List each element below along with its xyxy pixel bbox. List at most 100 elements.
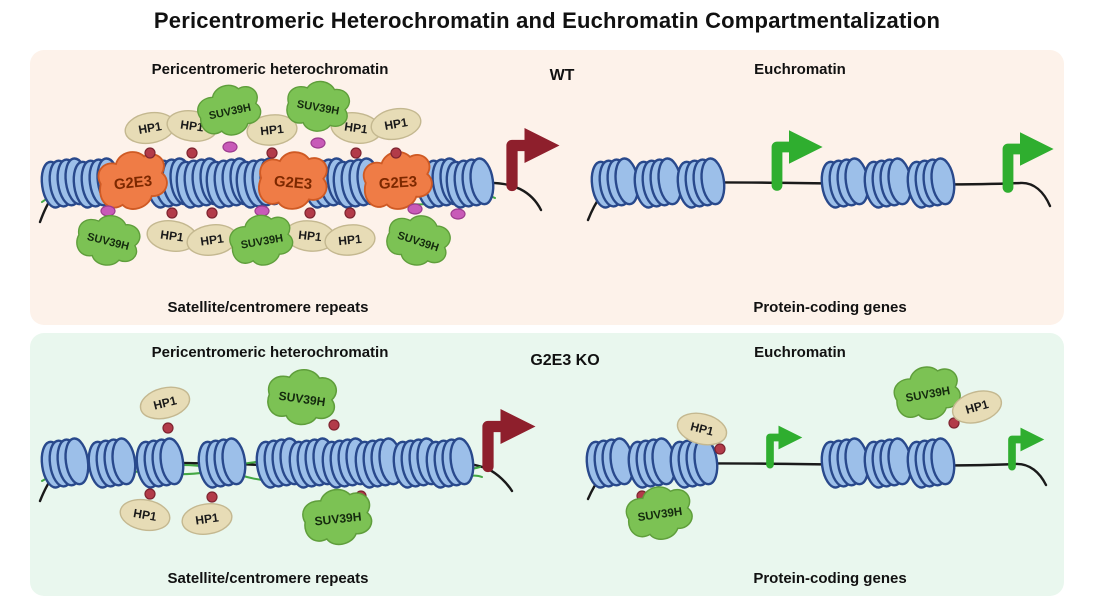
wt-genotype-label: WT — [550, 67, 575, 84]
nucleosome-icon — [442, 155, 498, 211]
g2e3-protein: G2E3 — [361, 148, 435, 213]
red-bent-arrow-icon — [488, 409, 536, 467]
suv39h-protein: SUV39H — [889, 361, 965, 426]
magenta-mark-icon — [407, 203, 423, 215]
suv39h-protein: SUV39H — [299, 485, 375, 549]
hp1-protein: HP1 — [122, 108, 178, 148]
wt-heterochromatin-heading: Pericentromeric heterochromatin — [152, 61, 389, 78]
hp1-label: HP1 — [199, 231, 224, 248]
hp1-protein: HP1 — [184, 220, 240, 260]
nucleosome-icon — [422, 435, 478, 491]
magenta-mark-icon — [310, 137, 326, 149]
hp1-protein: HP1 — [136, 381, 194, 425]
nucleosome-icon — [817, 435, 873, 491]
green-bent-arrow-icon — [770, 426, 802, 465]
wt-euchromatin-heading: Euchromatin — [754, 61, 846, 78]
hp1-protein: HP1 — [368, 104, 424, 144]
green-bent-arrow-icon — [1008, 132, 1054, 187]
hp1-protein: HP1 — [282, 217, 338, 255]
ko-right-caption: Protein-coding genes — [753, 570, 906, 587]
nucleosome-icon — [37, 435, 93, 491]
histone-mark-icon — [390, 147, 402, 159]
hp1-protein: HP1 — [328, 108, 384, 148]
histone-mark-icon — [166, 207, 178, 219]
hp1-label: HP1 — [338, 232, 363, 248]
histone-mark-icon — [714, 443, 726, 455]
green-bent-arrow-icon — [1012, 428, 1044, 467]
suv39h-protein: SUV39H — [225, 209, 297, 271]
ko-euchromatin-heading: Euchromatin — [754, 344, 846, 361]
hp1-label: HP1 — [298, 228, 323, 244]
histone-mark-icon — [328, 419, 340, 431]
wt-diagram: Pericentromeric heterochromatin WT Euchr… — [37, 61, 1064, 316]
histone-mark-icon — [144, 488, 156, 500]
suv39h-protein: SUV39H — [193, 78, 266, 142]
hp1-protein: HP1 — [179, 499, 235, 539]
g2e3-label: G2E3 — [378, 173, 417, 193]
hp1-label: HP1 — [137, 119, 163, 137]
hp1-label: HP1 — [132, 506, 158, 524]
suv39h-protein: SUV39H — [282, 75, 354, 137]
figure-title: Pericentromeric Heterochromatin and Euch… — [153, 8, 941, 33]
nucleosome-icon — [903, 155, 959, 211]
nucleosome-icon — [84, 435, 140, 491]
suv39h-protein: SUV39H — [622, 482, 696, 545]
red-bent-arrow-icon — [512, 128, 560, 186]
suv39h-label: SUV39H — [278, 389, 327, 409]
g2e3-protein: G2E3 — [95, 147, 171, 214]
histone-mark-icon — [162, 422, 174, 434]
histone-mark-icon — [266, 147, 278, 159]
g2e3-label: G2E3 — [113, 173, 153, 194]
histone-mark-icon — [350, 147, 362, 159]
histone-mark-icon — [186, 147, 198, 159]
suv39h-protein: SUV39H — [263, 364, 340, 430]
hp1-label: HP1 — [383, 115, 409, 133]
wt-panel: Pericentromeric heterochromatin WT Euchr… — [30, 50, 1064, 325]
magenta-mark-icon — [450, 208, 466, 220]
histone-mark-icon — [206, 491, 218, 503]
green-bent-arrow-icon — [777, 130, 823, 185]
histone-mark-icon — [144, 147, 156, 159]
nucleosome-icon — [630, 155, 686, 211]
hp1-label: HP1 — [343, 119, 368, 136]
hp1-label: HP1 — [964, 397, 991, 417]
magenta-mark-icon — [222, 141, 238, 153]
hp1-label: HP1 — [689, 419, 715, 438]
ko-left-caption: Satellite/centromere repeats — [168, 570, 369, 587]
nucleosome-icon — [132, 435, 188, 491]
hp1-label: HP1 — [194, 510, 219, 527]
hp1-label: HP1 — [260, 122, 285, 138]
nucleosome-icon — [673, 155, 729, 211]
suv39h-label: SUV39H — [314, 510, 362, 529]
histone-mark-icon — [344, 207, 356, 219]
hp1-label: HP1 — [179, 117, 204, 134]
hp1-protein: HP1 — [673, 407, 731, 451]
wt-left-caption: Satellite/centromere repeats — [168, 299, 369, 316]
histone-mark-icon — [304, 207, 316, 219]
magenta-mark-icon — [100, 205, 116, 217]
suv39h-protein: SUV39H — [380, 206, 456, 275]
hp1-protein: HP1 — [117, 495, 173, 535]
nucleosome-icon — [860, 155, 916, 211]
nucleosome-icon — [860, 435, 916, 491]
nucleosome-icon — [903, 435, 959, 491]
hp1-protein: HP1 — [144, 216, 200, 256]
ko-genotype-label: G2E3 KO — [530, 352, 599, 369]
g2e3-label: G2E3 — [273, 173, 313, 193]
hp1-protein: HP1 — [164, 106, 220, 146]
ko-heterochromatin-heading: Pericentromeric heterochromatin — [152, 344, 389, 361]
histone-mark-icon — [206, 207, 218, 219]
hp1-label: HP1 — [152, 393, 178, 412]
ko-diagram: Pericentromeric heterochromatin G2E3 KO … — [37, 344, 1064, 587]
nucleosome-icon — [194, 435, 250, 491]
wt-right-caption: Protein-coding genes — [753, 299, 906, 316]
hp1-protein: HP1 — [948, 384, 1006, 430]
nucleosome-icon — [817, 155, 873, 211]
hp1-label: HP1 — [159, 227, 184, 244]
g2e3-protein: G2E3 — [256, 148, 331, 213]
suv39h-protein: SUV39H — [71, 207, 145, 273]
nucleosome-icon — [587, 155, 643, 211]
hp1-protein: HP1 — [244, 111, 300, 149]
hp1-protein: HP1 — [322, 221, 378, 259]
